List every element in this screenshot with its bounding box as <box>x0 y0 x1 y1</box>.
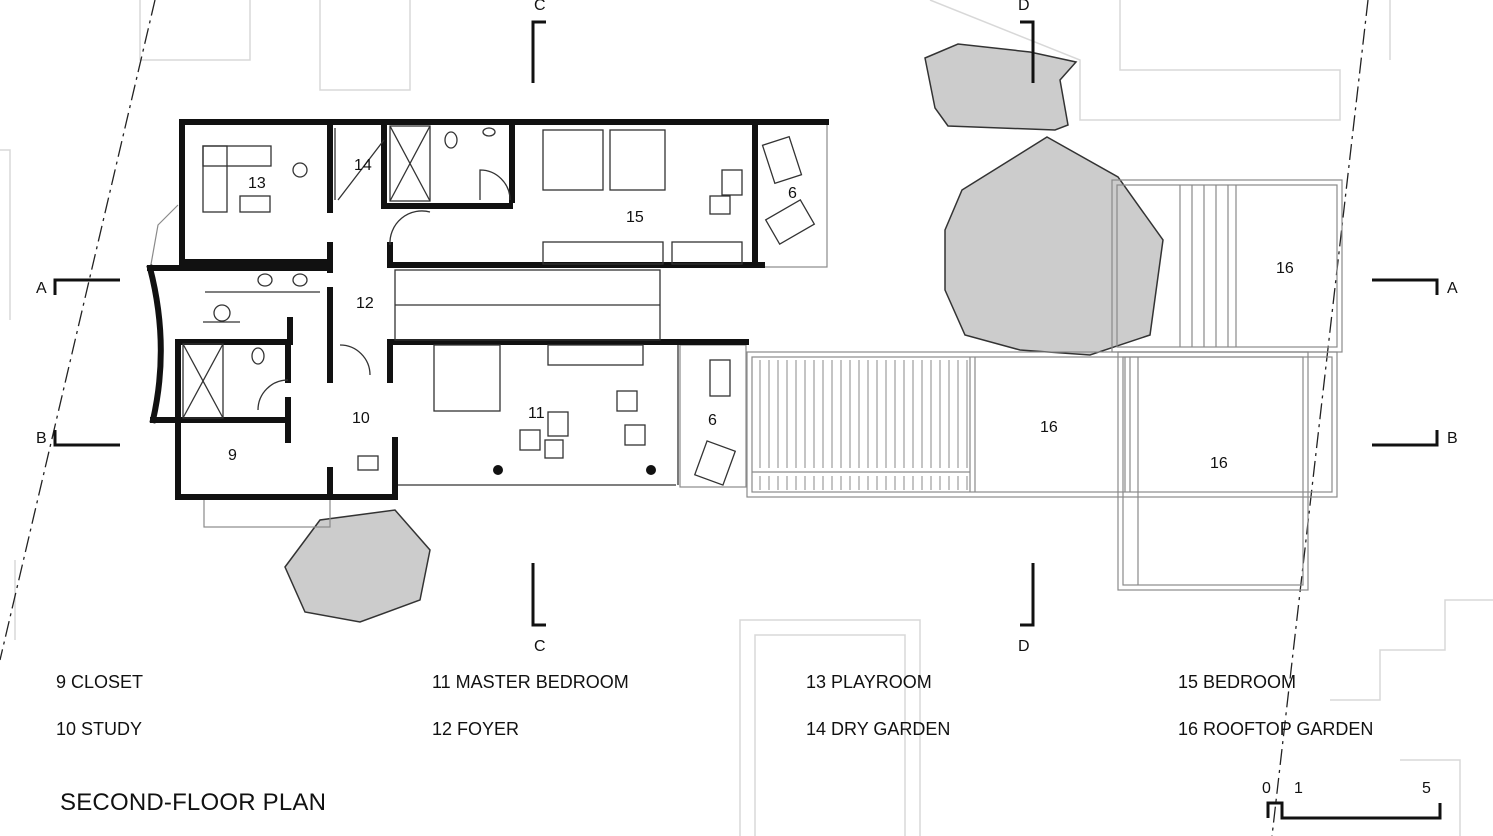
deck-slats <box>759 360 968 490</box>
legend-item: 16 ROOFTOP GARDEN <box>1178 719 1373 739</box>
room-label-balcony-lower: 6 <box>708 412 717 429</box>
interior-elements <box>182 125 816 486</box>
room-label-bedroom: 15 <box>626 209 644 226</box>
room-label-rooftop-garden-1: 16 <box>1276 260 1294 277</box>
columns <box>493 465 656 475</box>
section-label-c-top: C <box>534 0 546 14</box>
section-label-d-bottom: D <box>1018 638 1030 655</box>
property-line-right <box>1271 0 1369 836</box>
legend-item: 11 MASTER BEDROOM <box>432 672 629 692</box>
scale-bar: 0 1 5 <box>1262 780 1442 820</box>
room-legend: 9 CLOSET 11 MASTER BEDROOM 13 PLAYROOM 1… <box>56 672 1373 739</box>
legend-item: 9 CLOSET <box>56 672 143 692</box>
tree-canopy <box>284 509 431 623</box>
scale-label: 0 <box>1262 780 1271 797</box>
section-label-d-top: D <box>1018 0 1030 14</box>
legend-item: 10 STUDY <box>56 719 142 739</box>
legend-item: 14 DRY GARDEN <box>806 719 950 739</box>
rooftop-garden-structure <box>746 179 1343 591</box>
tree-canopy <box>944 136 1164 356</box>
legend-item: 13 PLAYROOM <box>806 672 932 692</box>
drawing-title: SECOND-FLOOR PLAN <box>60 789 326 816</box>
tree-canopy <box>924 43 1078 131</box>
room-label-rooftop-garden-2: 16 <box>1040 419 1058 436</box>
room-label-study: 10 <box>352 410 370 427</box>
property-line-left <box>0 0 156 661</box>
legend-item: 15 BEDROOM <box>1178 672 1296 692</box>
tree-canopies <box>284 43 1164 623</box>
room-label-rooftop-garden-3: 16 <box>1210 455 1228 472</box>
room-label-balcony-upper: 6 <box>788 185 797 202</box>
section-markers <box>53 20 1439 627</box>
section-label-b-right: B <box>1447 430 1458 447</box>
room-label-dry-garden: 14 <box>354 157 372 174</box>
legend-item: 12 FOYER <box>432 719 519 739</box>
section-label-a-right: A <box>1447 280 1458 297</box>
room-label-closet: 9 <box>228 447 237 464</box>
section-label-c-bottom: C <box>534 638 546 655</box>
scale-label: 1 <box>1294 780 1303 797</box>
room-label-master-bedroom: 11 <box>528 405 545 422</box>
exterior-walls <box>146 119 829 500</box>
room-label-foyer: 12 <box>356 295 374 312</box>
section-label-b-left: B <box>36 430 47 447</box>
room-label-playroom: 13 <box>248 175 266 192</box>
scale-label: 5 <box>1422 780 1431 797</box>
section-label-a-left: A <box>36 280 47 297</box>
